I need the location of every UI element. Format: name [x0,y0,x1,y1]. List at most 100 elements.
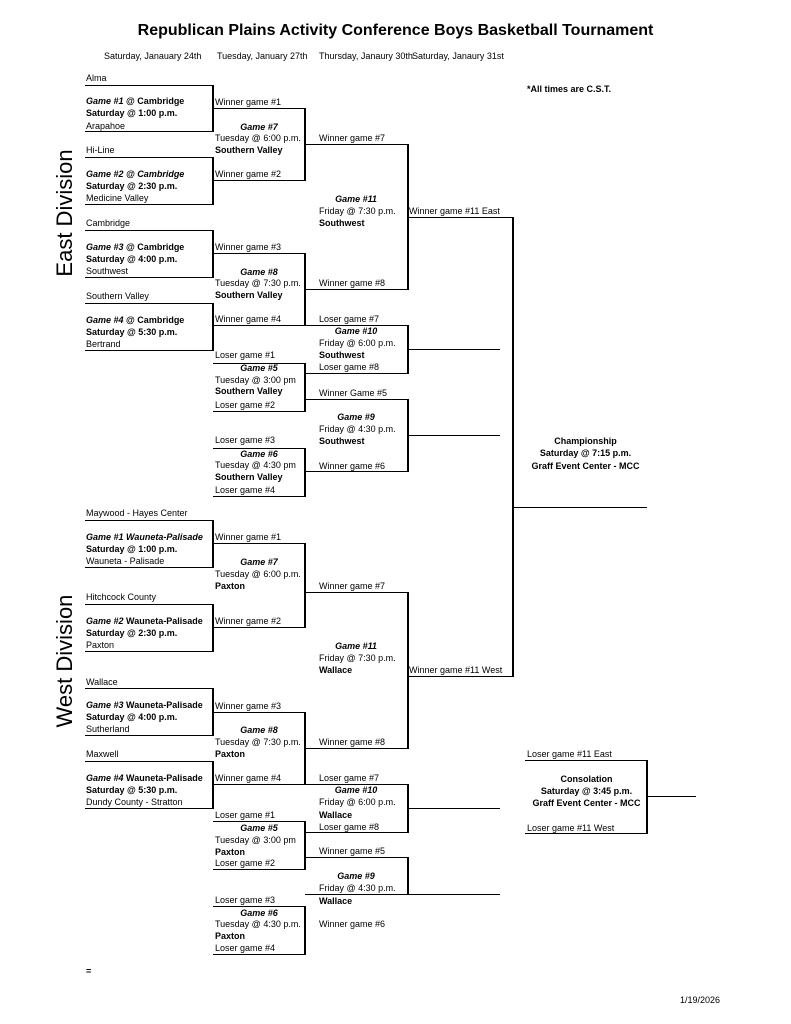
bracket-line [305,592,408,593]
east-team-3: Hi-Line [86,145,115,155]
bracket-line [305,399,408,400]
bracket-line [525,760,647,761]
bracket-line [213,869,305,870]
consolation-title: Consolation [560,774,613,784]
west-game-2-time: Saturday @ 2:30 p.m. [86,628,178,638]
east-team-6: Southwest [86,266,129,276]
east-game-10-site: Southwest [319,350,365,360]
east-game-2-time: Saturday @ 2:30 p.m. [86,181,178,191]
east-game-1-title: Game #1 @ Cambridge [86,96,185,106]
east-game-3-title: Game #3 @ Cambridge [86,242,185,252]
west-game-11-site: Wallace [319,665,353,675]
date-round-1: Saturday, Janauary 24th [104,51,202,61]
west-game-5-time: Tuesday @ 3:00 pm [215,835,296,845]
west-game-3-title: Game #3 Wauneta-Palisade [86,700,203,710]
date-round-2: Tuesday, January 27th [217,51,308,61]
east-game-10-title: Game #10 [334,326,378,336]
west-loser-g8: Loser game #8 [319,822,380,832]
east-loser-g3: Loser game #3 [215,435,276,445]
bracket-line [408,808,500,809]
east-game-10-time: Friday @ 6:00 p.m. [319,338,396,348]
west-game-10-time: Friday @ 6:00 p.m. [319,797,396,807]
east-game-5-site: Southern Valley [215,386,283,396]
east-game-5-time: Tuesday @ 3:00 pm [215,375,296,385]
east-game-9-title: Game #9 [337,412,375,422]
bracket-line [212,761,214,809]
date-round-4: Saturday, Janaury 31st [412,51,504,61]
bracket-line [213,954,305,955]
west-team-2: Wauneta - Palisade [86,556,165,566]
bracket-line [213,496,305,497]
bracket-line [525,833,647,834]
bracket-line [305,784,408,785]
west-loser-g7: Loser game #7 [319,773,380,783]
bracket-line [213,784,305,785]
west-game-9-title: Game #9 [337,871,375,881]
east-loser-g4: Loser game #4 [215,485,276,495]
bracket-line [646,760,648,834]
bracket-line [213,712,305,713]
east-game-11-time: Friday @ 7:30 p.m. [319,206,396,216]
east-winner-g11: Winner game #11 East [409,206,500,216]
bracket-line [304,821,306,870]
bracket-line [408,435,500,436]
west-game-9-time: Friday @ 4:30 p.m. [319,883,396,893]
east-game-1-time: Saturday @ 1:00 p.m. [86,108,178,118]
east-team-4: Medicine Valley [86,193,149,203]
east-division-label: East Division [52,149,77,277]
east-game-6-site: Southern Valley [215,472,283,482]
bracket-line [85,277,213,278]
west-winner-g5: Winner game #5 [319,846,386,856]
bracket-line [305,748,408,749]
bracket-line [85,688,213,689]
east-team-8: Bertrand [86,339,121,349]
east-winner-g1: Winner game #1 [215,97,282,107]
bracket-line [85,761,213,762]
east-team-2: Arapahoe [86,121,126,131]
bracket-line [212,157,214,205]
bracket-line [212,604,214,652]
bracket-line [85,204,213,205]
bracket-line [213,325,305,326]
bracket-line [213,180,305,181]
bracket-line [408,217,513,218]
west-game-5-title: Game #5 [240,823,278,833]
east-game-11-site: Southwest [319,218,365,228]
west-game-7-title: Game #7 [240,557,278,567]
west-game-1-time: Saturday @ 1:00 p.m. [86,544,178,554]
east-winner-g5: Winner Game #5 [319,388,388,398]
consolation-time: Saturday @ 3:45 p.m. [540,786,633,796]
bracket-line [85,651,213,652]
east-winner-g6: Winner game #6 [319,461,386,471]
west-game-8-title: Game #8 [240,725,278,735]
bracket-line [213,821,305,822]
bracket-line [213,411,305,412]
bracket-line [304,448,306,497]
bracket-line [304,543,306,628]
bracket-line [408,676,513,677]
west-team-6: Sutherland [86,724,130,734]
east-game-4-time: Saturday @ 5:30 p.m. [86,327,178,337]
west-game-7-time: Tuesday @ 6:00 p.m. [215,569,301,579]
west-game-1-title: Game #1 Wauneta-Palisade [86,532,203,542]
east-game-4-title: Game #4 @ Cambridge [86,315,185,325]
west-winner-g3: Winner game #3 [215,701,282,711]
west-winner-g6: Winner game #6 [319,919,386,929]
bracket-line [305,471,408,472]
bracket-line [304,363,306,412]
west-game-6-site: Paxton [215,931,246,941]
west-winner-g7: Winner game #7 [319,581,386,591]
championship-title: Championship [554,436,617,446]
bracket-line [85,735,213,736]
west-game-6-time: Tuesday @ 4:30 p.m. [215,919,301,929]
bracket-line [213,448,305,449]
championship-time: Saturday @ 7:15 p.m. [539,448,632,458]
bracket-line [407,857,409,895]
bracket-line [305,894,408,895]
west-division-label: West Division [52,594,77,728]
bracket-line [213,543,305,544]
bracket-line [85,350,213,351]
west-game-9-site: Wallace [319,896,353,906]
bracket-line [305,832,408,833]
west-game-11-time: Friday @ 7:30 p.m. [319,653,396,663]
